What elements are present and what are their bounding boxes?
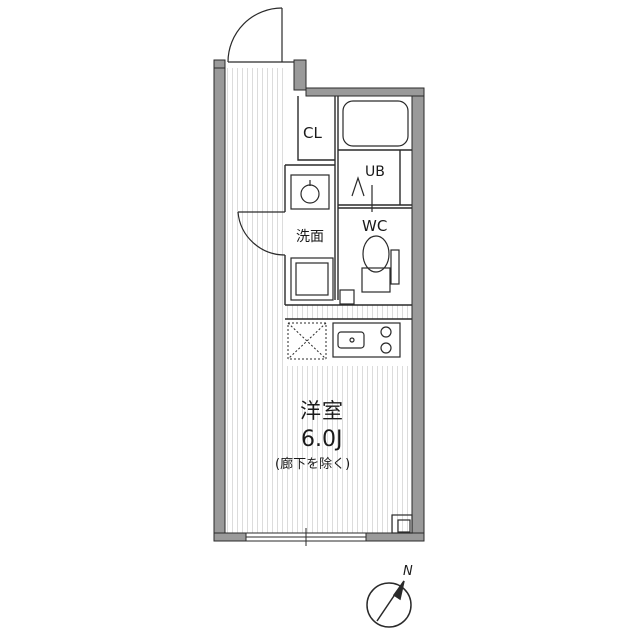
entrance-door-icon [227,7,294,63]
compass-icon [366,580,412,628]
wash-basin-icon [290,174,330,210]
main-room-floor [225,366,412,533]
closet-label: CL [303,124,322,142]
top-wall-right-notch [293,59,307,91]
washroom-label: 洗面 [296,229,324,245]
sink-icon [337,331,365,349]
corner-box-icon [391,514,413,534]
toilet-icon [361,235,400,293]
left-wall [213,59,226,542]
bottom-window [246,528,366,546]
kitchen-floor-strip [285,305,412,319]
north-label: N [403,564,413,579]
room-name-label: 洋室 [300,399,344,423]
hallway-floor [225,68,285,366]
outer-walls [213,59,425,542]
flooring [225,68,412,533]
kitchen-counter [332,322,401,358]
bottom-wall-left [213,532,247,542]
bathtub-icon [342,100,409,147]
unit-bath-label: UB [365,164,385,180]
refrigerator-space-icon [287,322,327,360]
top-wall-bath [305,87,425,97]
room-size-label: 6.0J [301,427,343,452]
washing-machine-space-icon [290,257,334,301]
interior-walls [284,96,412,320]
top-wall-left [213,59,226,69]
washroom-door-icon [237,211,286,256]
bottom-wall-right [365,532,425,542]
bath-door-icon [351,176,373,212]
toilet-label: WC [362,217,388,235]
room-note-label: (廊下を除く) [275,457,351,472]
pipe-space-icon [339,289,355,305]
stove-icon [380,326,392,354]
right-wall [411,87,425,542]
